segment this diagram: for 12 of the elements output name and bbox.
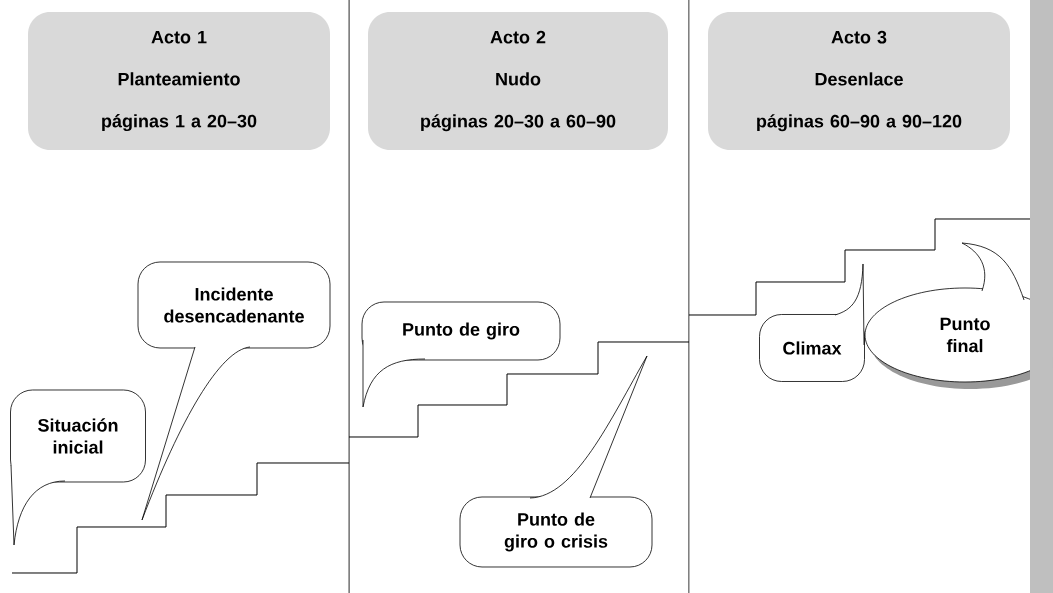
speech-bubble: Situación inicial bbox=[10, 389, 146, 546]
speech-bubble: Incidente desencadenante bbox=[137, 261, 331, 521]
speech-bubble: Punto de giro o crisis bbox=[459, 355, 653, 568]
act-header-box: Acto 2 Nudo páginas 20–30 a 60–90 bbox=[368, 12, 668, 150]
node-label: Incidente desencadenante bbox=[164, 287, 304, 323]
node-label: Punto final bbox=[940, 317, 990, 353]
side-bar bbox=[1030, 0, 1053, 593]
speech-bubble: Punto de giro bbox=[361, 301, 561, 408]
act-header-box: Acto 1 Planteamiento páginas 1 a 20–30 bbox=[28, 12, 330, 150]
speech-bubble: Climax bbox=[759, 263, 865, 382]
act-header-box: Acto 3 Desenlace páginas 60–90 a 90–120 bbox=[708, 12, 1010, 150]
node-label: Punto de giro o crisis bbox=[504, 512, 608, 552]
